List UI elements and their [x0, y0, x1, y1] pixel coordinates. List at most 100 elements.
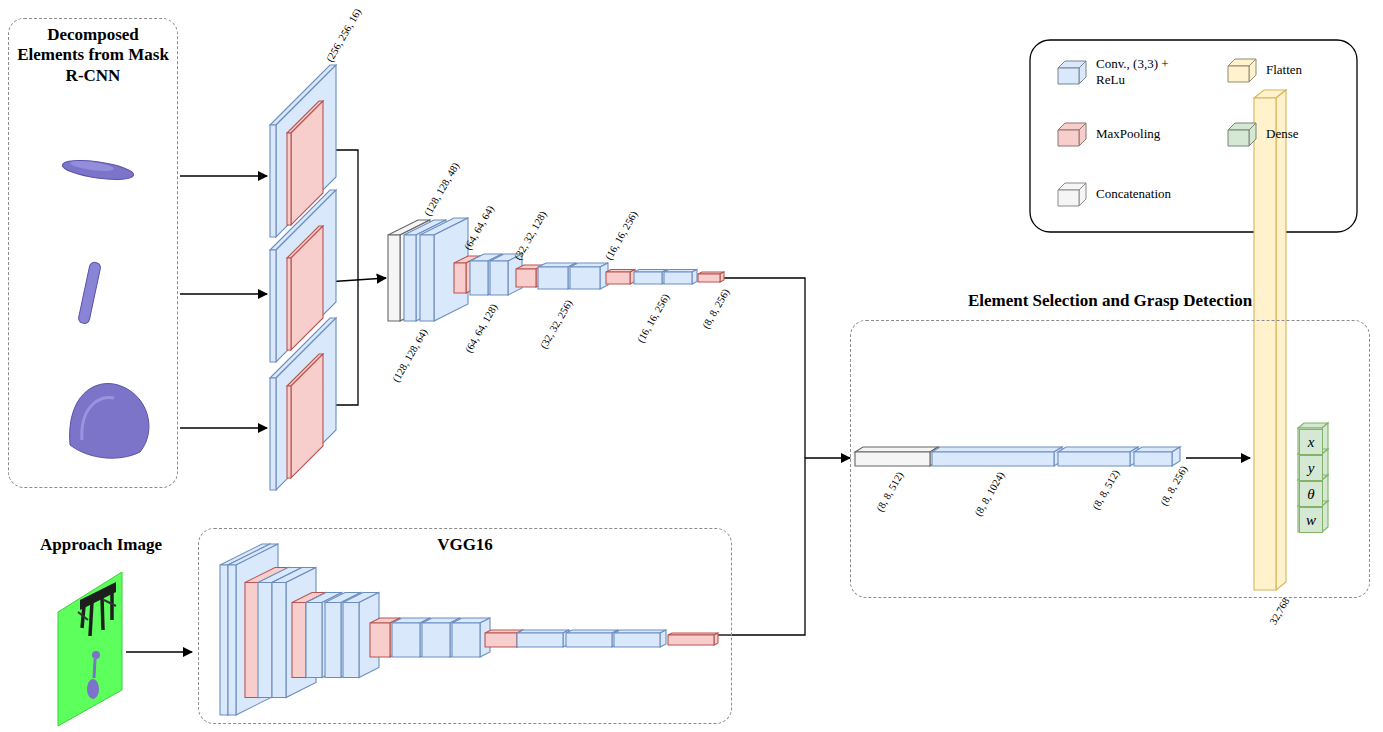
- block-face: [490, 261, 508, 295]
- output-cell: θ: [1299, 481, 1323, 507]
- block-face: [485, 633, 517, 647]
- block-face: [434, 218, 468, 321]
- block-face: [343, 603, 359, 678]
- output-cell: x: [1299, 429, 1323, 455]
- dimension-label: (8, 8, 256): [1158, 464, 1190, 508]
- block-face: [452, 623, 480, 657]
- legend-entry: Flatten: [1226, 56, 1302, 84]
- swatch-face: [1228, 130, 1249, 146]
- legend-swatch: [1056, 58, 1088, 86]
- layer-block: [420, 218, 468, 321]
- block-face: [566, 633, 612, 647]
- element-cylinder: [78, 261, 102, 324]
- block-face: [1298, 506, 1322, 532]
- head-block: [1134, 447, 1180, 466]
- layer-block: [698, 272, 724, 282]
- dimension-label: (8, 8, 256): [700, 287, 732, 331]
- block-face: [454, 263, 466, 293]
- block-face: [228, 565, 236, 715]
- output-cell: w: [1299, 507, 1323, 533]
- output-symbol: x: [1300, 430, 1322, 454]
- legend-frame: [1030, 40, 1357, 232]
- concat-line: [322, 150, 1250, 635]
- head-block: [855, 447, 938, 466]
- block-face: [420, 235, 434, 321]
- swatch-face: [1058, 190, 1079, 206]
- block-face: [720, 272, 724, 282]
- dimension-label: (64, 64, 128): [463, 302, 500, 355]
- dimension-label: (32, 32, 128): [512, 209, 549, 262]
- legend-swatch: [1056, 180, 1088, 208]
- block-face: [606, 272, 630, 284]
- block-face: [325, 603, 341, 678]
- output-symbol: θ: [1300, 482, 1322, 506]
- head-block: [932, 447, 1062, 466]
- output-symbol: y: [1300, 456, 1322, 480]
- legend-text: Conv., (3,3) + ReLu: [1096, 56, 1192, 89]
- block-face: [855, 452, 930, 466]
- vgg-block: [325, 593, 361, 678]
- block-face: [270, 250, 276, 362]
- layer-block: [664, 270, 697, 285]
- block-face: [341, 593, 361, 678]
- layer-block: [570, 263, 608, 289]
- group-heading: Element Selection and Grasp Detection: [851, 291, 1369, 311]
- dense-cell-face: [1298, 423, 1328, 454]
- element-group: Decomposed Elements from Mask R-CNN: [8, 18, 178, 488]
- input-pool-panel: [287, 354, 323, 478]
- block-face: [692, 270, 697, 285]
- block-face: [322, 593, 342, 678]
- block-face: [1276, 90, 1286, 590]
- block-face: [1298, 428, 1322, 454]
- layer-block: [634, 270, 667, 285]
- block-face: [470, 261, 488, 295]
- vgg-block: [517, 630, 569, 647]
- block-face: [664, 272, 692, 284]
- block-face: [388, 235, 400, 321]
- legend-entry: Conv., (3,3) + ReLu: [1056, 56, 1192, 89]
- block-face: [258, 583, 272, 698]
- legend-swatch: [1226, 56, 1258, 84]
- swatch-face: [1079, 123, 1086, 146]
- legend-text: MaxPooling: [1096, 126, 1160, 142]
- swatch-face: [1058, 130, 1079, 146]
- flatten-block: [1254, 90, 1286, 590]
- block-face: [660, 630, 666, 647]
- swatch-face: [1249, 59, 1256, 82]
- group-heading: Decomposed Elements from Mask R-CNN: [9, 19, 177, 86]
- output-cell: y: [1299, 455, 1323, 481]
- vgg-block: [452, 618, 490, 657]
- block-face: [404, 235, 416, 321]
- dimension-label: (128, 128, 48): [422, 161, 462, 218]
- output-symbol: w: [1300, 508, 1322, 532]
- group-heading: VGG16: [199, 529, 731, 555]
- layer-block: [606, 270, 635, 285]
- dimension-label: (16, 16, 256): [635, 292, 672, 345]
- legend-text: Dense: [1266, 126, 1299, 142]
- vgg-block: [306, 593, 342, 678]
- block-face: [276, 318, 336, 490]
- dimension-label: (128, 128, 64): [390, 327, 430, 384]
- swatch-face: [1249, 123, 1256, 146]
- layer-blocks: [220, 65, 1328, 715]
- block-face: [422, 623, 450, 657]
- block-face: [1134, 452, 1172, 466]
- block-face: [287, 386, 291, 478]
- block-face: [932, 452, 1054, 466]
- block-face: [668, 635, 714, 645]
- block-face: [291, 354, 323, 478]
- block-face: [516, 269, 536, 287]
- dimension-label: (8, 8, 512): [1090, 468, 1122, 512]
- block-face: [287, 258, 291, 350]
- legend-swatch: [1056, 120, 1088, 148]
- block-face: [1298, 454, 1322, 480]
- flow-connector: [732, 458, 850, 635]
- block-face: [634, 272, 662, 284]
- approach-image: [58, 572, 122, 726]
- detection-group: Element Selection and Grasp Detectionxyθ…: [850, 320, 1370, 598]
- block-face: [220, 565, 228, 715]
- block-face: [270, 378, 276, 490]
